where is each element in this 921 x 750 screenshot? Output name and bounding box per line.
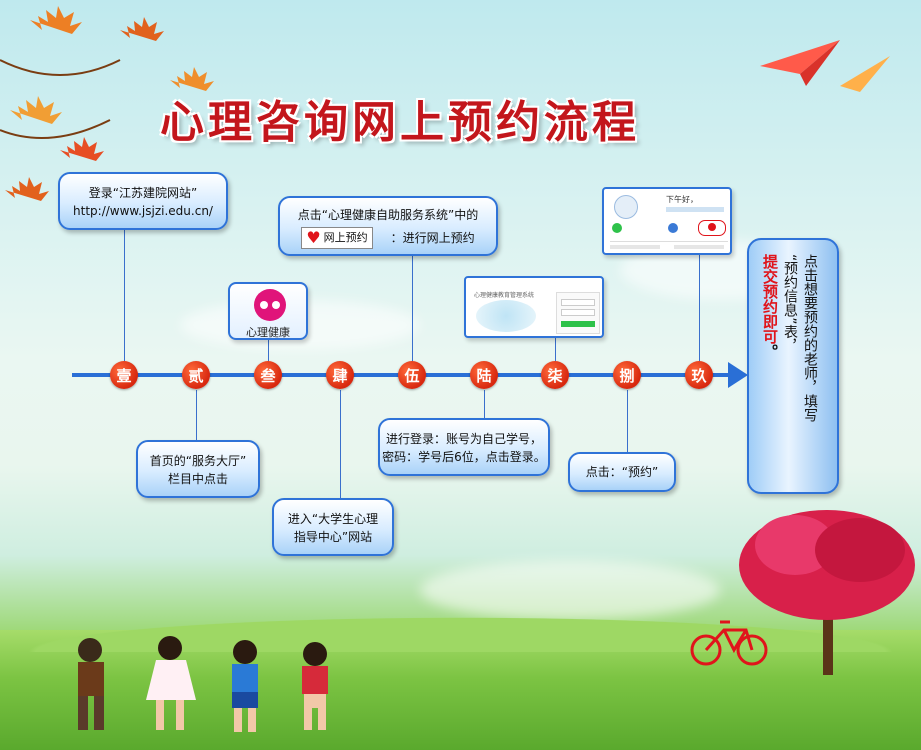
online-booking-label: 网上预约: [323, 231, 368, 244]
step-marker-6: 陆: [470, 361, 498, 389]
system-header: 心理健康教育管理系统: [474, 292, 535, 299]
online-booking-button[interactable]: ♥ 网上预约: [301, 227, 373, 249]
connector-line: [699, 254, 700, 362]
step1-box: 登录“江苏建院网站” http://www.jsjzi.edu.cn/: [58, 172, 228, 230]
step4-line1: 进入“大学生心理: [287, 512, 379, 526]
step-marker-1: 壹: [110, 361, 138, 389]
final-step-box: 点击想要预约的老师，填写 “预约信息”表， 提交预约即可。: [747, 238, 839, 494]
record-row: [610, 245, 660, 249]
step2-line2: 栏目中点击: [167, 472, 228, 486]
record-row: [674, 245, 724, 249]
booking-icon: [708, 223, 716, 231]
step4-line2: 指导中心”网站: [293, 530, 373, 544]
connector-line: [268, 340, 269, 362]
step6-line2: 密码：学号后6位，点击登录。: [382, 450, 546, 464]
final-end-mark: 。: [761, 344, 779, 359]
tree-illustration: [739, 510, 915, 675]
login-form: [556, 292, 600, 334]
step8-text: 点击：“预约”: [585, 465, 659, 479]
step-marker-7: 柒: [541, 361, 569, 389]
avatar: [614, 195, 638, 219]
step1-url-link[interactable]: http://www.jsjzi.edu.cn/: [73, 204, 213, 218]
login-button[interactable]: [561, 321, 595, 327]
greeting-text: 下午好，: [666, 195, 698, 204]
step-marker-3: 叁: [254, 361, 282, 389]
step3-card: 心理健康: [228, 282, 308, 340]
info-bar: [666, 207, 724, 212]
bicycle-icon: [690, 620, 768, 666]
step5-suffix: ：进行网上预约: [390, 231, 475, 245]
timeline-arrow-icon: [728, 362, 748, 388]
step-marker-5: 伍: [398, 361, 426, 389]
step8-box: 点击：“预约”: [568, 452, 676, 492]
step9-dashboard-screenshot: 下午好，: [602, 187, 732, 255]
heart-icon: ♥: [306, 228, 321, 247]
step2-line1: 首页的“服务大厅”: [149, 454, 247, 468]
cloud: [420, 560, 720, 620]
step-marker-4: 肆: [326, 361, 354, 389]
step3-label: 心理健康: [246, 326, 290, 339]
step6-box: 进行登录：账号为自己学号， 密码：学号后6位，点击登录。: [378, 418, 550, 476]
booking-button-highlight[interactable]: [698, 220, 726, 236]
step5-line1: 点击“心理健康自助服务系统”中的: [297, 208, 479, 222]
status-blue-icon: [668, 223, 678, 233]
connector-line: [555, 338, 556, 362]
connector-line: [340, 390, 341, 498]
login-illustration: [476, 300, 536, 332]
final-highlight: 提交预约即可: [761, 254, 779, 344]
username-field[interactable]: [561, 299, 595, 306]
mental-health-app-icon[interactable]: [254, 289, 286, 321]
final-col2: “预约信息”表，: [782, 254, 798, 353]
connector-line: [412, 256, 413, 362]
connector-line: [484, 390, 485, 418]
step4-box: 进入“大学生心理 指导中心”网站: [272, 498, 394, 556]
final-col3: 提交预约即可。: [761, 254, 779, 359]
password-field[interactable]: [561, 309, 595, 316]
connector-line: [196, 390, 197, 440]
step-marker-9: 玖: [685, 361, 713, 389]
step-marker-8: 捌: [613, 361, 641, 389]
connector-line: [124, 230, 125, 362]
children-illustration: [78, 636, 328, 732]
final-col1: 点击想要预约的老师，填写: [802, 254, 818, 422]
step1-line1: 登录“江苏建院网站”: [88, 186, 198, 200]
step5-box: 点击“心理健康自助服务系统”中的 ♥ 网上预约 ：进行网上预约: [278, 196, 498, 256]
step2-box: 首页的“服务大厅” 栏目中点击: [136, 440, 260, 498]
step6-line1: 进行登录：账号为自己学号，: [385, 432, 542, 446]
status-green-icon: [612, 223, 622, 233]
step-marker-2: 贰: [182, 361, 210, 389]
paper-airplane-icon: [760, 40, 890, 92]
maple-leaves-decoration: [0, 6, 214, 201]
connector-line: [627, 390, 628, 452]
step7-login-screenshot: 心理健康教育管理系统: [464, 276, 604, 338]
page-title: 心理咨询网上预约流程: [160, 97, 640, 148]
divider: [610, 241, 728, 242]
